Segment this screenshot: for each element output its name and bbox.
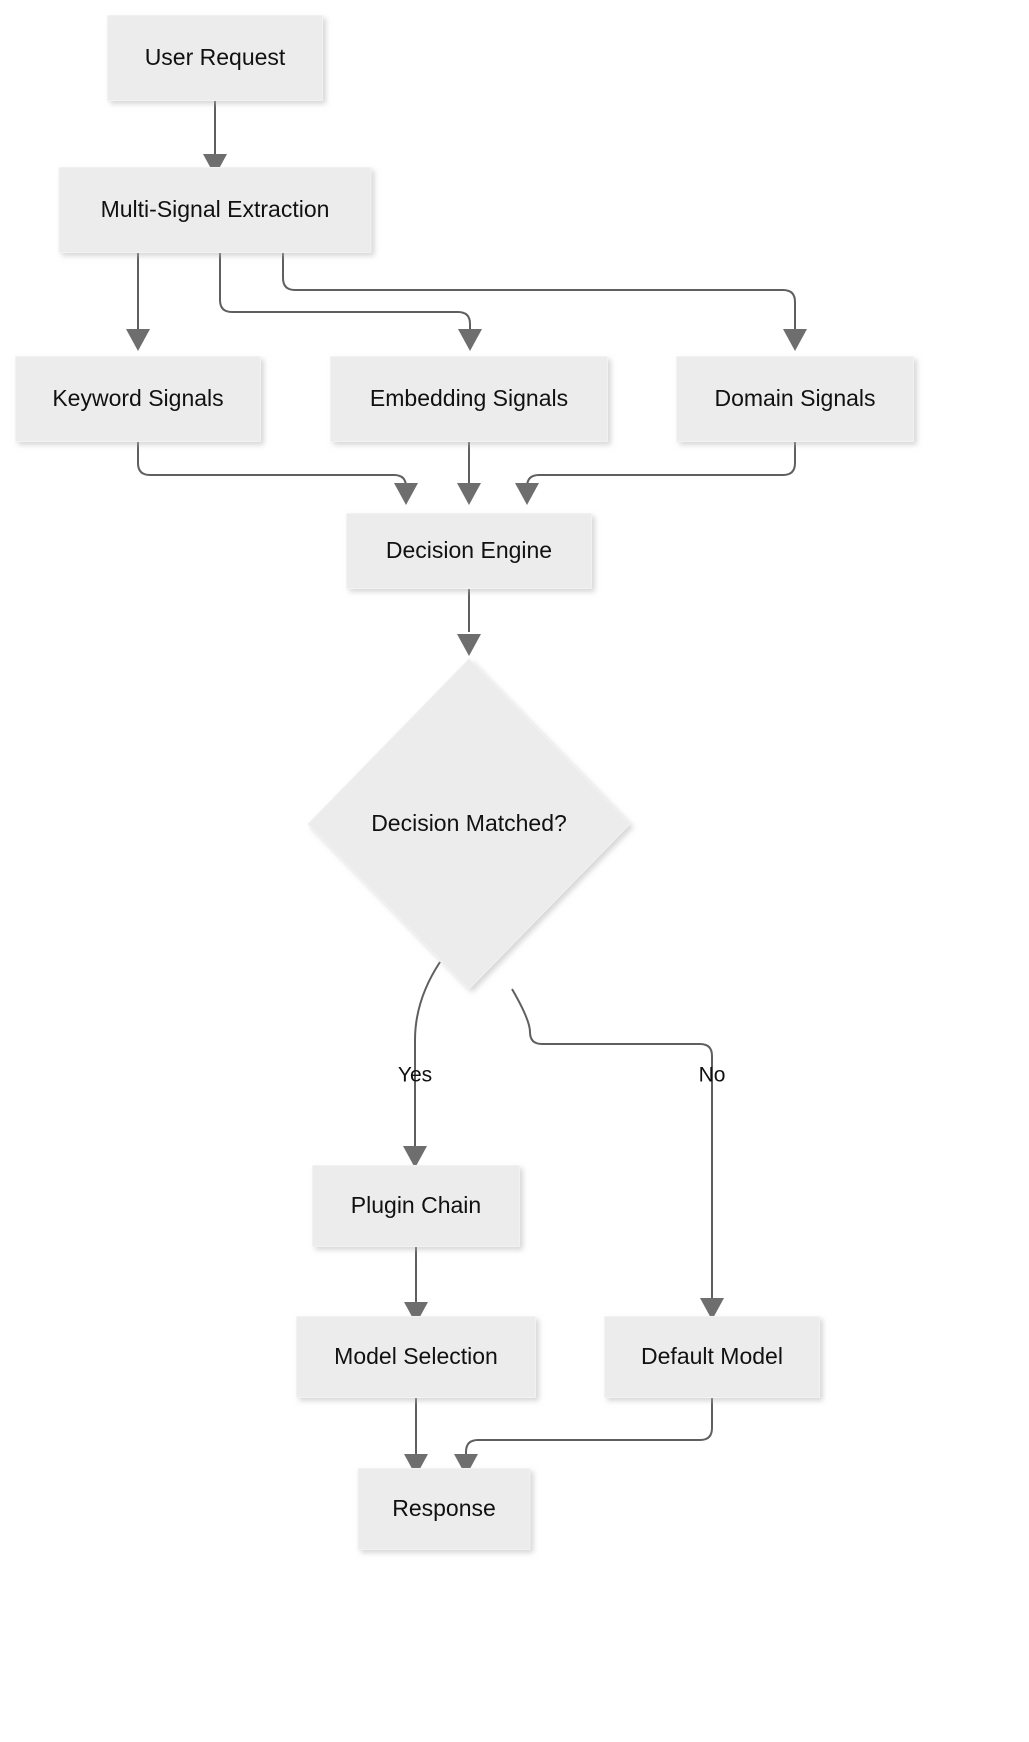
- edge-decision-engine-to-decision-matched: [457, 589, 481, 656]
- edge-label-no: No: [699, 1064, 726, 1087]
- decision-diamond-shape: [307, 658, 631, 990]
- node-label: Multi-Signal Extraction: [101, 196, 330, 222]
- edge-line: [414, 961, 441, 1152]
- edge-line: [526, 442, 796, 490]
- node-label: Domain Signals: [714, 385, 875, 411]
- node-rect-shape: [676, 356, 914, 442]
- edge-domain-signals-to-decision-engine: [515, 442, 796, 505]
- edge-multi-signal-extraction-to-embedding-signals: [219, 253, 482, 351]
- edge-decision-matched-to-plugin-chain: [403, 961, 441, 1168]
- node-multi-signal-extraction[interactable]: Multi-Signal Extraction: [58, 167, 372, 253]
- arrowhead-icon: [457, 634, 481, 656]
- arrowhead-icon: [454, 1454, 478, 1476]
- node-label: Response: [392, 1495, 496, 1521]
- arrowhead-icon: [404, 1454, 428, 1476]
- node-decision-matched[interactable]: Decision Matched?: [307, 658, 631, 990]
- edge-line: [137, 442, 407, 490]
- node-rect-shape: [107, 15, 323, 101]
- edge-keyword-signals-to-decision-engine: [137, 442, 418, 505]
- node-label: Keyword Signals: [52, 385, 223, 411]
- node-default-model[interactable]: Default Model: [604, 1316, 820, 1398]
- node-rect-shape: [346, 513, 592, 589]
- node-response[interactable]: Response: [357, 1468, 531, 1550]
- arrowhead-icon: [404, 1302, 428, 1324]
- edge-default-model-to-response: [454, 1398, 713, 1476]
- edge-line: [511, 988, 713, 1305]
- node-rect-shape: [15, 356, 261, 442]
- arrowhead-icon: [458, 329, 482, 351]
- node-model-selection[interactable]: Model Selection: [296, 1316, 536, 1398]
- edge-model-selection-to-response: [404, 1398, 428, 1476]
- node-keyword-signals[interactable]: Keyword Signals: [15, 356, 261, 442]
- arrowhead-icon: [515, 483, 539, 505]
- arrowhead-icon: [203, 154, 227, 176]
- arrowhead-icon: [126, 329, 150, 351]
- node-label: Embedding Signals: [370, 385, 568, 411]
- node-rect-shape: [357, 1468, 531, 1550]
- node-decision-engine[interactable]: Decision Engine: [346, 513, 592, 589]
- edge-line: [282, 253, 796, 338]
- arrowhead-icon: [783, 329, 807, 351]
- arrowhead-icon: [700, 1298, 724, 1320]
- edge-embedding-signals-to-decision-engine: [457, 442, 481, 505]
- node-embedding-signals[interactable]: Embedding Signals: [330, 356, 608, 442]
- edge-labels-layer: Yes No: [398, 1064, 726, 1087]
- node-rect-shape: [296, 1316, 536, 1398]
- edge-label-yes: Yes: [398, 1064, 432, 1087]
- edge-decision-matched-to-default-model: [511, 988, 724, 1320]
- node-rect-shape: [604, 1316, 820, 1398]
- edges-layer: [126, 101, 807, 1476]
- node-domain-signals[interactable]: Domain Signals: [676, 356, 914, 442]
- node-rect-shape: [330, 356, 608, 442]
- node-label: User Request: [145, 44, 286, 70]
- arrowhead-icon: [394, 483, 418, 505]
- edge-line: [465, 1398, 713, 1462]
- arrowhead-icon: [403, 1146, 427, 1168]
- node-plugin-chain[interactable]: Plugin Chain: [312, 1165, 520, 1247]
- node-rect-shape: [58, 167, 372, 253]
- node-label: Model Selection: [334, 1343, 498, 1369]
- edge-multi-signal-extraction-to-domain-signals: [282, 253, 807, 351]
- node-user-request[interactable]: User Request: [107, 15, 323, 101]
- edge-plugin-chain-to-model-selection: [404, 1247, 428, 1324]
- node-label: Default Model: [641, 1343, 783, 1369]
- node-label: Plugin Chain: [351, 1192, 481, 1218]
- edge-user-request-to-multi-signal-extraction: [203, 101, 227, 176]
- node-label: Decision Matched?: [371, 810, 567, 836]
- arrowhead-icon: [457, 483, 481, 505]
- node-rect-shape: [312, 1165, 520, 1247]
- node-label: Decision Engine: [386, 537, 552, 563]
- edge-line: [219, 253, 471, 338]
- edge-multi-signal-extraction-to-keyword-signals: [126, 253, 150, 351]
